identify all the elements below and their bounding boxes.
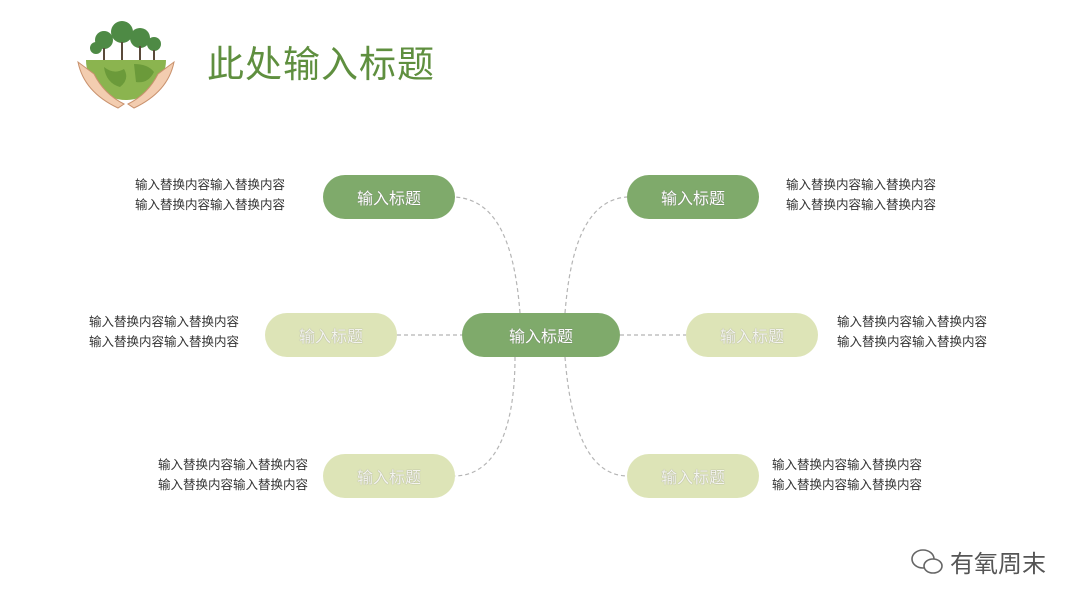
text-top-left: 输入替换内容输入替换内容输入替换内容输入替换内容: [135, 175, 285, 215]
node-bottom-right[interactable]: 输入标题: [627, 454, 759, 498]
text-line: 输入替换内容输入替换内容: [134, 177, 285, 192]
node-mid-left[interactable]: 输入标题: [265, 313, 397, 357]
text-line: 输入替换内容输入替换内容: [88, 314, 239, 329]
text-top-right: 输入替换内容输入替换内容输入替换内容输入替换内容: [786, 175, 936, 215]
text-bottom-left: 输入替换内容输入替换内容输入替换内容输入替换内容: [158, 455, 308, 495]
watermark-text: 有氧周末: [950, 550, 1046, 578]
node-bottom-left[interactable]: 输入标题: [323, 454, 455, 498]
text-mid-left: 输入替换内容输入替换内容输入替换内容输入替换内容: [89, 312, 239, 352]
text-line: 输入替换内容输入替换内容: [88, 334, 239, 349]
connector-top-left: [454, 196, 521, 314]
connector-bottom-left: [454, 356, 516, 477]
text-line: 输入替换内容输入替换内容: [772, 477, 923, 492]
earth-hands-logo-icon: [77, 21, 175, 109]
watermark: 有氧周末: [910, 544, 1046, 579]
text-line: 输入替换内容输入替换内容: [786, 177, 937, 192]
page-title: 此处输入标题: [207, 43, 435, 86]
connector-top-right: [564, 196, 628, 314]
text-line: 输入替换内容输入替换内容: [134, 197, 285, 212]
text-line: 输入替换内容输入替换内容: [157, 477, 308, 492]
text-line: 输入替换内容输入替换内容: [786, 197, 937, 212]
text-bottom-right: 输入替换内容输入替换内容输入替换内容输入替换内容: [772, 455, 922, 495]
text-line: 输入替换内容输入替换内容: [157, 457, 308, 472]
node-top-right[interactable]: 输入标题: [627, 175, 759, 219]
center-node[interactable]: 输入标题: [462, 313, 620, 357]
connector-bottom-right: [564, 356, 628, 477]
wechat-icon: [911, 548, 943, 574]
text-line: 输入替换内容输入替换内容: [772, 457, 923, 472]
node-mid-right[interactable]: 输入标题: [686, 313, 818, 357]
node-top-left[interactable]: 输入标题: [323, 175, 455, 219]
text-line: 输入替换内容输入替换内容: [837, 334, 988, 349]
text-line: 输入替换内容输入替换内容: [837, 314, 988, 329]
text-mid-right: 输入替换内容输入替换内容输入替换内容输入替换内容: [837, 312, 987, 352]
